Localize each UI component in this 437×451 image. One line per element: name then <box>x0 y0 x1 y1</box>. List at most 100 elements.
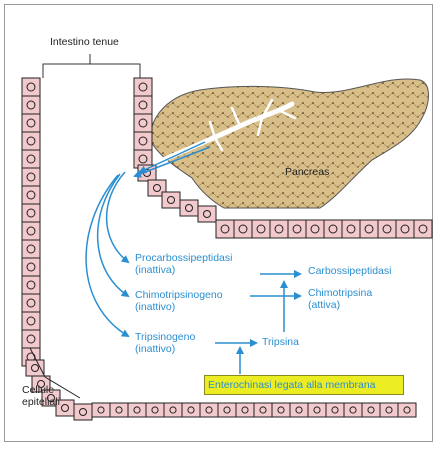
epithelial-cell <box>359 219 379 239</box>
cell-nucleus <box>138 136 148 146</box>
epithelial-cell <box>289 402 309 418</box>
epithelial-cell <box>127 402 147 418</box>
epithelial-cell <box>31 375 51 393</box>
epithelial-cell <box>73 403 93 421</box>
secretion-arrows <box>85 141 211 338</box>
epithelial-cell <box>217 402 237 418</box>
epithelial-cell <box>21 257 41 277</box>
cell-nucleus <box>30 363 40 373</box>
cell-nucleus <box>26 208 36 218</box>
procarboxypeptidase-label: Procarbossipeptidasi (inattiva) <box>135 252 233 276</box>
cell-nucleus <box>367 406 375 414</box>
epithelial-cell <box>21 311 41 331</box>
epithelial-cell <box>21 203 41 223</box>
cell-nucleus <box>78 407 88 417</box>
cell-nucleus <box>97 406 105 414</box>
epithelial-cells-group <box>21 77 433 421</box>
epithelial-cell <box>21 221 41 241</box>
cell-nucleus <box>205 406 213 414</box>
cell-nucleus <box>133 406 141 414</box>
epithelial-cell <box>323 219 343 239</box>
epithelial-cell <box>21 167 41 187</box>
epithelial-cell <box>197 205 217 223</box>
cell-nucleus <box>277 406 285 414</box>
arrow-to-trypsinogen <box>85 174 130 338</box>
cell-nucleus <box>187 406 195 414</box>
epithelial-cell <box>395 219 415 239</box>
enterokinase-label: Enterochinasi legata alla membrana <box>208 379 376 391</box>
epithelial-pointers <box>29 347 81 399</box>
cell-nucleus <box>26 262 36 272</box>
cell-nucleus <box>184 203 194 213</box>
epithelial-cell <box>21 185 41 205</box>
epithelial-cell <box>271 402 291 418</box>
carboxypeptidase-label: Carbossipeptidasi <box>308 265 392 277</box>
epithelial-cell <box>287 219 307 239</box>
cell-nucleus <box>295 406 303 414</box>
epithelial-cell <box>21 113 41 133</box>
cell-nucleus <box>403 406 411 414</box>
arrow-to-procarboxypeptidase <box>105 171 130 264</box>
cell-nucleus <box>382 224 392 234</box>
cell-nucleus <box>115 406 123 414</box>
chymotrypsinogen-label: Chimotripsinogeno (inattivo) <box>135 289 223 313</box>
small-intestine-label: Intestino tenue <box>50 36 119 48</box>
cell-nucleus <box>202 209 212 219</box>
cell-nucleus <box>331 406 339 414</box>
epithelial-cell <box>109 402 129 418</box>
chymotrypsin-label: Chimotripsina (attiva) <box>308 287 373 311</box>
cell-nucleus <box>238 224 248 234</box>
cell-nucleus <box>313 406 321 414</box>
cell-nucleus <box>26 172 36 182</box>
epithelial-cell <box>21 239 41 259</box>
cell-nucleus <box>26 136 36 146</box>
epithelial-cells-label: Cellule epiteliali <box>22 384 60 408</box>
enterokinase-box: Enterochinasi legata alla membrana <box>204 375 404 395</box>
epithelial-cell <box>379 402 399 418</box>
trypsin-label: Tripsina <box>262 336 299 348</box>
cell-nucleus <box>169 406 177 414</box>
epithelial-cell <box>163 402 183 418</box>
pancreas-body <box>149 78 429 209</box>
epithelial-cell <box>235 402 255 418</box>
epithelial-cell <box>21 293 41 313</box>
cell-nucleus <box>138 100 148 110</box>
epithelial-cell <box>161 191 181 209</box>
cell-nucleus <box>26 334 36 344</box>
duct-arrow <box>133 146 211 178</box>
cell-nucleus <box>274 224 284 234</box>
epithelial-cell <box>91 402 111 418</box>
cell-nucleus <box>26 118 36 128</box>
cell-nucleus <box>26 82 36 92</box>
activation-arrows <box>215 270 302 374</box>
cell-nucleus <box>36 379 46 389</box>
epithelial-cell <box>413 219 433 239</box>
cell-nucleus <box>259 406 267 414</box>
cell-nucleus <box>349 406 357 414</box>
epithelial-cell <box>341 219 361 239</box>
epithelial-cell <box>179 199 199 217</box>
epithelial-cell <box>377 219 397 239</box>
cell-nucleus <box>26 244 36 254</box>
epithelial-cell <box>145 402 165 418</box>
cell-nucleus <box>328 224 338 234</box>
epithelial-cell <box>199 402 219 418</box>
epithelial-cell <box>25 359 45 377</box>
cell-nucleus <box>138 82 148 92</box>
cell-nucleus <box>151 406 159 414</box>
epithelial-cell <box>21 95 41 115</box>
intestine-bracket <box>42 54 141 78</box>
cell-nucleus <box>26 280 36 290</box>
cell-nucleus <box>26 298 36 308</box>
cell-nucleus <box>166 195 176 205</box>
cell-nucleus <box>26 190 36 200</box>
cell-nucleus <box>292 224 302 234</box>
epithelial-cell <box>251 219 271 239</box>
epithelial-cell <box>133 113 153 133</box>
pancreatic-duct <box>147 98 297 169</box>
arrow-to-chymotrypsinogen <box>96 173 130 298</box>
epithelial-cell <box>21 329 41 349</box>
cell-nucleus <box>60 403 70 413</box>
